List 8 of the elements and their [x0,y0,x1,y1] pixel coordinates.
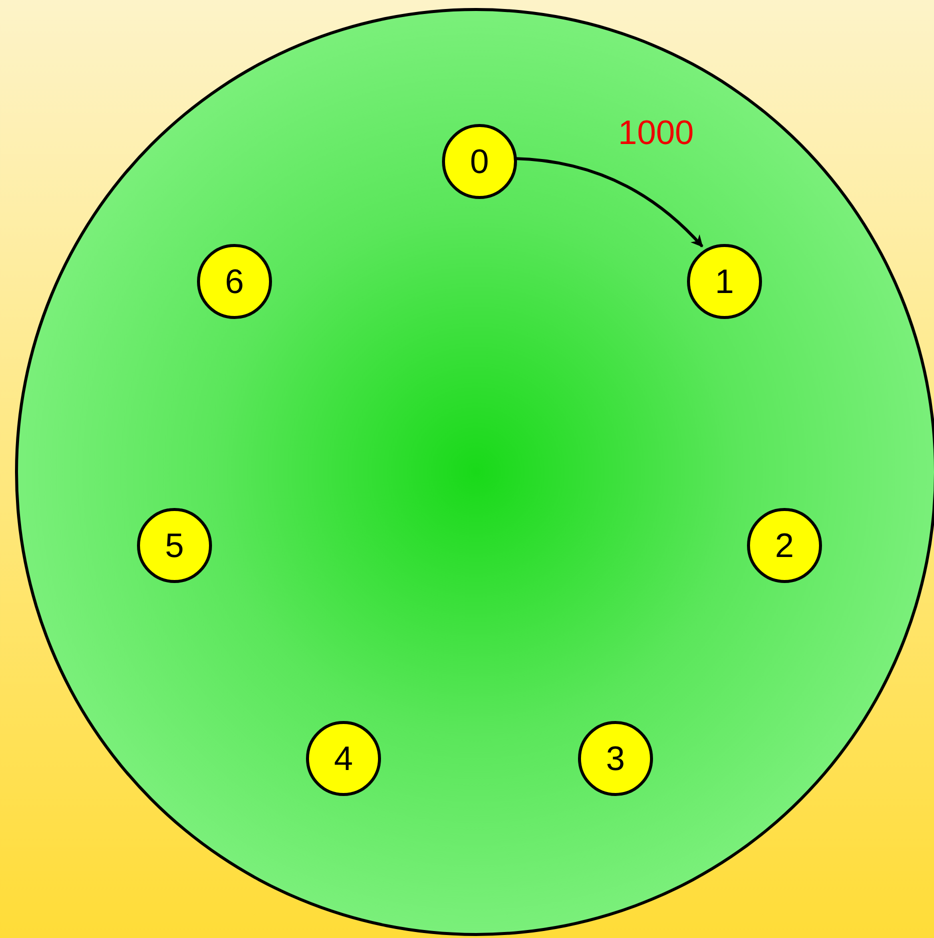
node-number: 1 [715,264,734,298]
node-number: 2 [775,528,794,562]
node-number: 3 [606,742,625,776]
node-number: 5 [165,528,184,562]
node-number: 6 [225,264,244,298]
node-number: 0 [470,144,489,178]
node-number: 4 [334,742,353,776]
edge-label: 1000 [618,116,694,150]
